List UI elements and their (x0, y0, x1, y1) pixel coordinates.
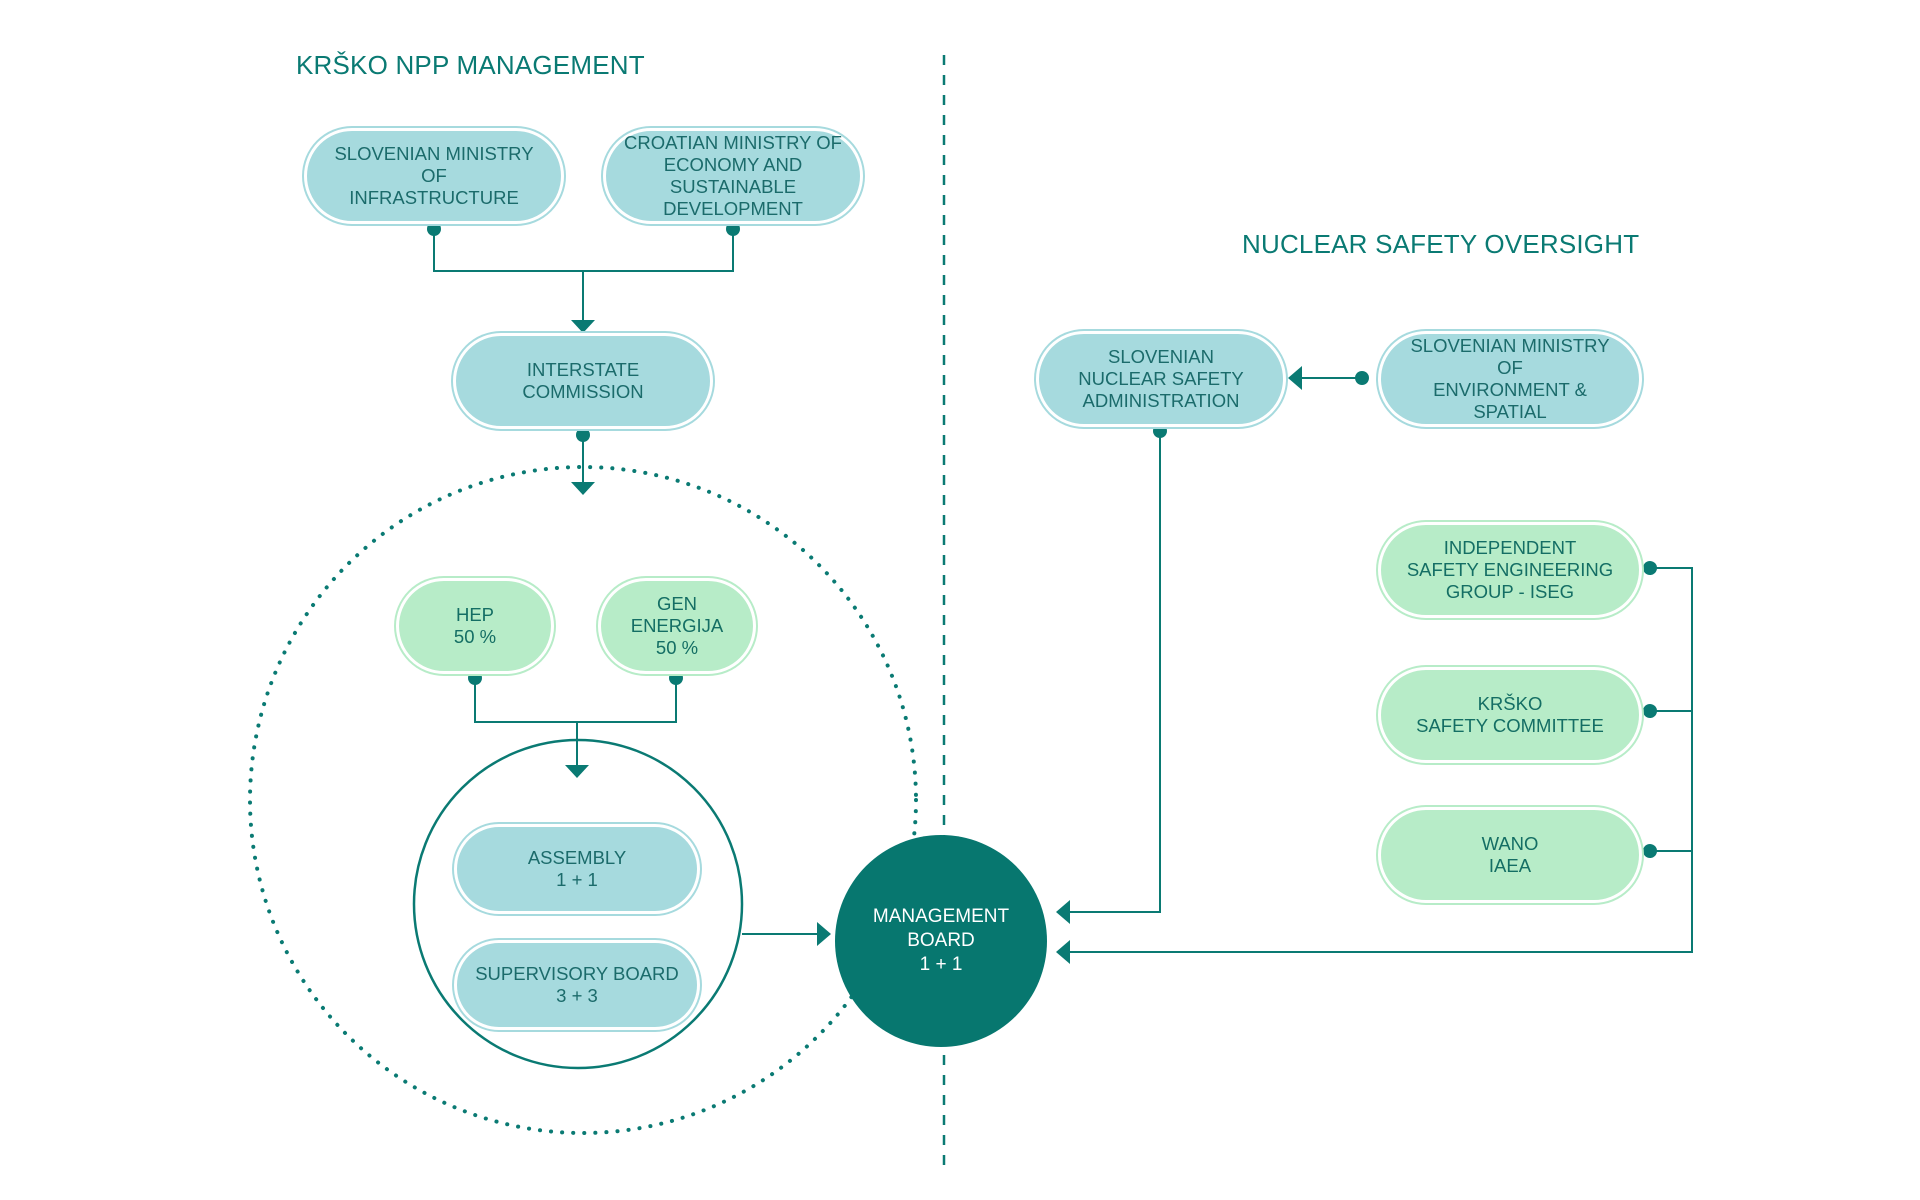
node-label: INDEPENDENT SAFETY ENGINEERING GROUP - I… (1406, 537, 1614, 602)
arrow-to-board-right (1056, 940, 1070, 964)
node-label: SLOVENIAN NUCLEAR SAFETY ADMINISTRATION (1078, 346, 1244, 411)
node-label: KRŠKO SAFETY COMMITTEE (1416, 693, 1604, 736)
connector-arrows (565, 320, 1302, 964)
dot-hep (468, 671, 482, 685)
dot-iseg (1643, 561, 1657, 575)
connector-dots (427, 222, 1657, 858)
connector-lines (433, 229, 1693, 953)
arrow-to-board-left (817, 922, 831, 946)
node-slovenian-ministry-environment: SLOVENIAN MINISTRY OF ENVIRONMENT & SPAT… (1378, 331, 1642, 427)
node-label: SLOVENIAN MINISTRY OF INFRASTRUCTURE (334, 143, 534, 208)
node-croatian-ministry: CROATIAN MINISTRY OF ECONOMY AND SUSTAIN… (603, 128, 863, 224)
connector-right-bracket (1070, 567, 1693, 953)
arrow-to-owners (571, 482, 595, 495)
dot-cro-ministry (726, 222, 740, 236)
arrow-to-snsa (1288, 366, 1302, 390)
node-krsko-safety-committee: KRŠKO SAFETY COMMITTEE (1378, 667, 1642, 763)
arrow-to-interstate (571, 320, 595, 333)
connector-owners (474, 678, 677, 723)
dot-interstate (576, 428, 590, 442)
node-label: CROATIAN MINISTRY OF ECONOMY AND SUSTAIN… (624, 132, 842, 219)
node-slovenian-ministry-infrastructure: SLOVENIAN MINISTRY OF INFRASTRUCTURE (304, 128, 564, 224)
dot-ksc (1643, 704, 1657, 718)
node-management-board: MANAGEMENT BOARD 1 + 1 (835, 835, 1047, 1047)
node-gen-energija: GEN ENERGIJA 50 % (598, 578, 756, 674)
node-label: HEP 50 % (453, 604, 497, 647)
node-label: MANAGEMENT BOARD 1 + 1 (872, 906, 1010, 975)
ownership-dotted-circle (248, 465, 918, 1135)
arrow-to-governance (565, 765, 589, 778)
node-supervisory-board: SUPERVISORY BOARD 3 + 3 (454, 940, 700, 1030)
node-interstate-commission: INTERSTATE COMMISSION (453, 333, 713, 429)
connector-ministries (433, 229, 734, 272)
right-section-title: NUCLEAR SAFETY OVERSIGHT (1242, 229, 1640, 259)
dot-ministry-env (1355, 371, 1369, 385)
dot-gen (669, 671, 683, 685)
connector-snsa-board (1070, 431, 1161, 913)
node-hep: HEP 50 % (396, 578, 554, 674)
left-section-title: KRŠKO NPP MANAGEMENT (296, 50, 645, 80)
node-label: GEN ENERGIJA 50 % (630, 593, 724, 658)
dot-wano (1643, 844, 1657, 858)
dot-slo-ministry (427, 222, 441, 236)
node-snsa: SLOVENIAN NUCLEAR SAFETY ADMINISTRATION (1036, 331, 1286, 427)
node-label: INTERSTATE COMMISSION (522, 359, 644, 402)
node-label: WANO IAEA (1481, 833, 1539, 876)
node-label: SLOVENIAN MINISTRY OF ENVIRONMENT & SPAT… (1410, 335, 1610, 422)
dot-snsa (1153, 424, 1167, 438)
node-assembly: ASSEMBLY 1 + 1 (454, 824, 700, 914)
node-label: SUPERVISORY BOARD 3 + 3 (475, 963, 679, 1006)
arrow-to-board-snsa (1056, 900, 1070, 924)
node-label: ASSEMBLY 1 + 1 (527, 847, 627, 890)
node-wano-iaea: WANO IAEA (1378, 807, 1642, 903)
node-iseg: INDEPENDENT SAFETY ENGINEERING GROUP - I… (1378, 522, 1642, 618)
